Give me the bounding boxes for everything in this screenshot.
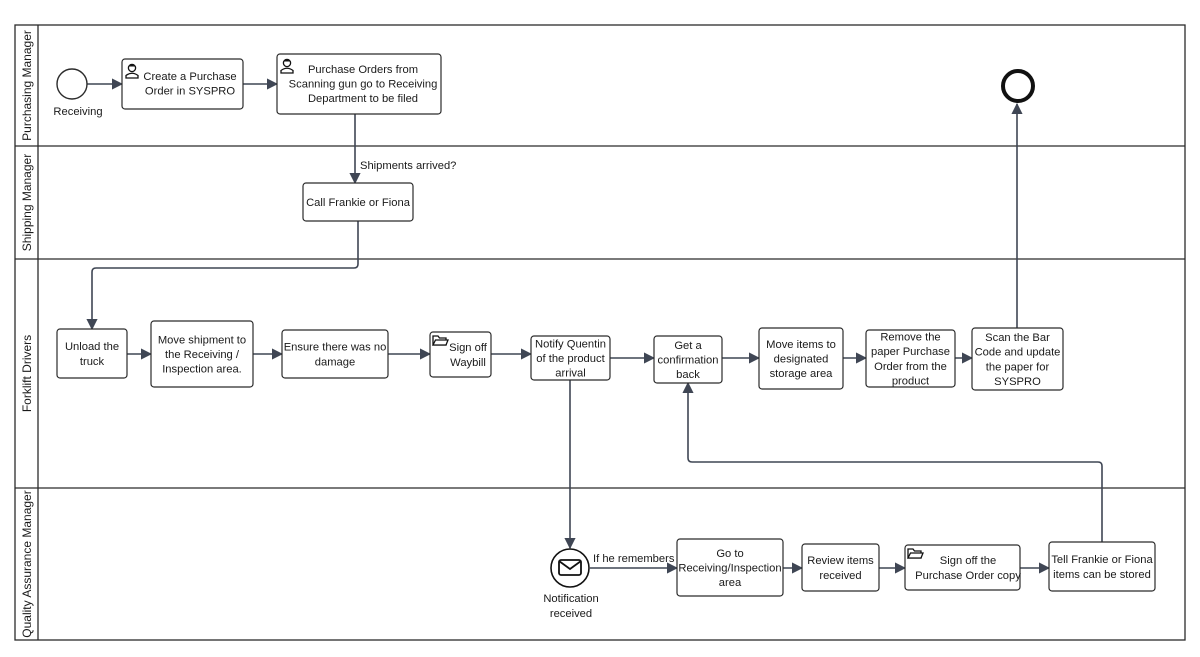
task-box xyxy=(653,335,723,384)
flow-call-to-unload xyxy=(86,221,359,331)
task-label-line: Ensure there was no xyxy=(284,342,387,354)
folder-icon xyxy=(431,335,449,346)
task-label-line: Create a Purchase xyxy=(143,71,236,83)
task-label-line: back xyxy=(676,369,700,381)
start-event: Receiving xyxy=(53,68,103,118)
task-go-to-receiving-inspection-area[interactable]: Go to Receiving/Inspection area xyxy=(676,538,784,597)
task-box xyxy=(758,327,844,390)
task-box xyxy=(302,182,414,222)
task-label-line: Get a xyxy=(674,340,702,352)
folder-icon xyxy=(906,548,924,559)
task-label-line: Scan the Bar xyxy=(985,332,1050,344)
task-label-line: designated xyxy=(774,354,829,366)
task-label-line: Department to be filed xyxy=(308,93,418,105)
flow-label-if-he-remembers: If he remembers xyxy=(593,553,675,565)
user-icon xyxy=(125,63,139,79)
task-label-line: confirmation xyxy=(658,355,719,367)
lane-label-purchasing-manager: Purchasing Manager xyxy=(20,30,34,141)
task-label-line: arrival xyxy=(555,368,585,380)
task-label-line: Waybill xyxy=(450,357,486,369)
sequence-flows: Shipments arrived? If he remembers xyxy=(86,78,1103,574)
task-label-line: Review items xyxy=(807,555,874,567)
task-label-line: paper Purchase xyxy=(871,346,950,358)
task-get-a-confirmation-back[interactable]: Get a confirmation back xyxy=(653,335,723,384)
flow-tell-to-confirmation xyxy=(682,381,1103,542)
task-label-line: Sign off the xyxy=(940,555,996,567)
task-label-line: Purchase Orders from xyxy=(308,64,418,76)
task-call-frankie-or-fiona[interactable]: Call Frankie or Fiona xyxy=(302,182,414,222)
task-box xyxy=(276,53,442,115)
start-event-circle xyxy=(56,68,88,100)
task-label-line: Remove the xyxy=(880,332,940,344)
task-box xyxy=(281,329,389,379)
task-move-shipment-to-the-receiving-inspection-area[interactable]: Move shipment to the Receiving / Inspectio… xyxy=(150,320,254,388)
task-label-line: product xyxy=(892,375,930,387)
task-label-line: Tell Frankie or Fiona xyxy=(1051,554,1153,566)
task-label-line: storage area xyxy=(770,368,834,380)
task-label-line: Sign off xyxy=(449,342,488,354)
task-notify-quentin-of-the-product-arrival[interactable]: Notify Quentin of the product arrival xyxy=(530,335,611,381)
task-box xyxy=(904,544,1021,591)
flow-label-shipments-arrived: Shipments arrived? xyxy=(360,160,456,172)
task-box xyxy=(676,538,784,597)
task-label-line: damage xyxy=(315,356,355,368)
task-label-line: Code and update xyxy=(975,347,1061,359)
task-label-line: area xyxy=(719,577,742,589)
envelope-icon xyxy=(558,559,582,576)
end-event-circle xyxy=(1001,69,1035,103)
task-label-line: Notify Quentin xyxy=(535,338,606,350)
task-label-line: Scanning gun go to Receiving xyxy=(289,79,438,91)
task-box xyxy=(56,328,128,379)
task-box xyxy=(971,327,1064,391)
task-label-line: Order in SYSPRO xyxy=(145,86,235,98)
notification-event-label-line-1: Notification xyxy=(543,593,598,605)
task-label-line: Go to xyxy=(716,548,743,560)
lane-label-shipping-manager: Shipping Manager xyxy=(20,154,34,251)
task-label-line: Receiving/Inspection xyxy=(678,563,781,575)
task-box xyxy=(801,543,880,592)
task-box xyxy=(150,320,254,388)
task-ensure-there-was-no-damage[interactable]: Ensure there was no damage xyxy=(281,329,389,379)
task-label-line: the Receiving / xyxy=(165,349,240,361)
user-icon xyxy=(280,58,294,74)
task-label-line: items can be stored xyxy=(1053,569,1151,581)
task-label-line: received xyxy=(819,570,861,582)
task-box xyxy=(865,329,956,388)
start-event-label: Receiving xyxy=(53,106,102,118)
task-label-line: Unload the xyxy=(65,341,119,353)
task-label-line: Order from the xyxy=(874,361,947,373)
task-label-line: Inspection area. xyxy=(162,364,242,376)
task-unload-the-truck[interactable]: Unload the truck xyxy=(56,328,128,379)
task-label-line: of the product xyxy=(536,353,605,365)
notification-event: Notification received xyxy=(543,548,599,620)
lane-label-quality-assurance-manager: Quality Assurance Manager xyxy=(20,490,34,637)
task-label-line: the paper for xyxy=(986,361,1050,373)
task-box xyxy=(530,335,611,381)
task-box xyxy=(121,58,244,110)
task-review-items-received[interactable]: Review items received xyxy=(801,543,880,592)
end-event xyxy=(1001,69,1035,103)
task-label-line: Purchase Order copy xyxy=(915,570,1021,582)
task-label-line: truck xyxy=(80,356,105,368)
task-label-line: Move items to xyxy=(766,339,836,351)
lane-label-forklift-drivers: Forklift Drivers xyxy=(20,335,34,412)
task-box xyxy=(1048,541,1156,592)
task-label-line: Call Frankie or Fiona xyxy=(306,197,411,209)
notification-event-label-line-2: received xyxy=(550,608,592,620)
task-move-items-to-designated-storage-area[interactable]: Move items to designated storage area xyxy=(758,327,844,390)
task-tell-frankie-or-fiona-items-can-be-stored[interactable]: Tell Frankie or Fiona items can be stored xyxy=(1048,541,1156,592)
task-label-line: SYSPRO xyxy=(994,376,1041,388)
task-label-line: Move shipment to xyxy=(158,334,246,346)
